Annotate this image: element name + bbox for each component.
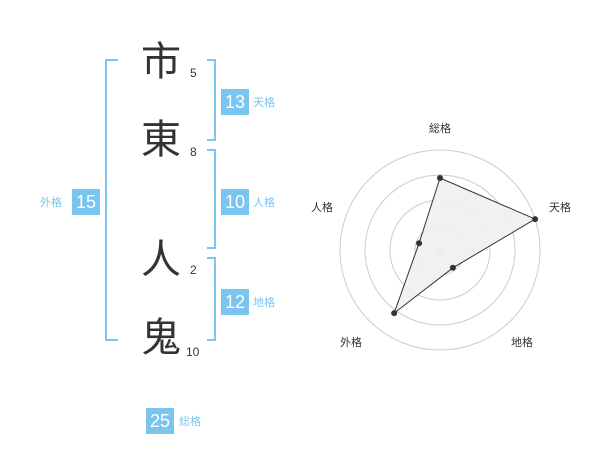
stroke-count-3: 2: [190, 263, 197, 277]
radar-point-1: [532, 216, 539, 223]
soukaku-label: 総格: [179, 415, 201, 428]
radar-axis-label-jinkaku: 人格: [311, 201, 333, 214]
tenkaku-bracket: [207, 59, 216, 141]
radar-axis-label-soukaku: 総格: [429, 122, 451, 135]
radar-axis-label-chikaku: 地格: [511, 336, 533, 349]
tenkaku-label: 天格: [253, 96, 275, 109]
radar-point-4: [416, 240, 423, 247]
name-char-1: 市: [141, 39, 181, 85]
name-char-3: 人: [141, 237, 181, 283]
jinkaku-bracket: [207, 149, 216, 249]
radar-ring: [339, 149, 541, 351]
gaikaku-bracket: [105, 59, 118, 341]
tenkaku-value: 13: [221, 89, 249, 115]
stroke-count-1: 5: [190, 66, 197, 80]
stroke-count-2: 8: [190, 145, 197, 159]
gaikaku-value: 15: [72, 189, 100, 215]
jinkaku-value: 10: [221, 189, 249, 215]
radar-point-0: [437, 175, 443, 181]
radar-point-3: [391, 310, 398, 317]
radar-axis-label-gaikaku: 外格: [340, 336, 362, 349]
chikaku-value: 12: [221, 289, 249, 315]
chikaku-bracket: [207, 257, 216, 341]
gaikaku-label: 外格: [40, 196, 62, 209]
radar-series-polygon: [393, 177, 537, 315]
name-char-4: 鬼: [141, 315, 181, 361]
chikaku-label: 地格: [253, 296, 275, 309]
jinkaku-label: 人格: [253, 196, 275, 209]
radar-axis-label-tenkaku: 天格: [549, 201, 571, 214]
name-char-2: 東: [141, 117, 181, 163]
stroke-count-4: 10: [186, 345, 200, 359]
radar-point-2: [449, 264, 456, 271]
soukaku-value: 25: [146, 408, 174, 434]
